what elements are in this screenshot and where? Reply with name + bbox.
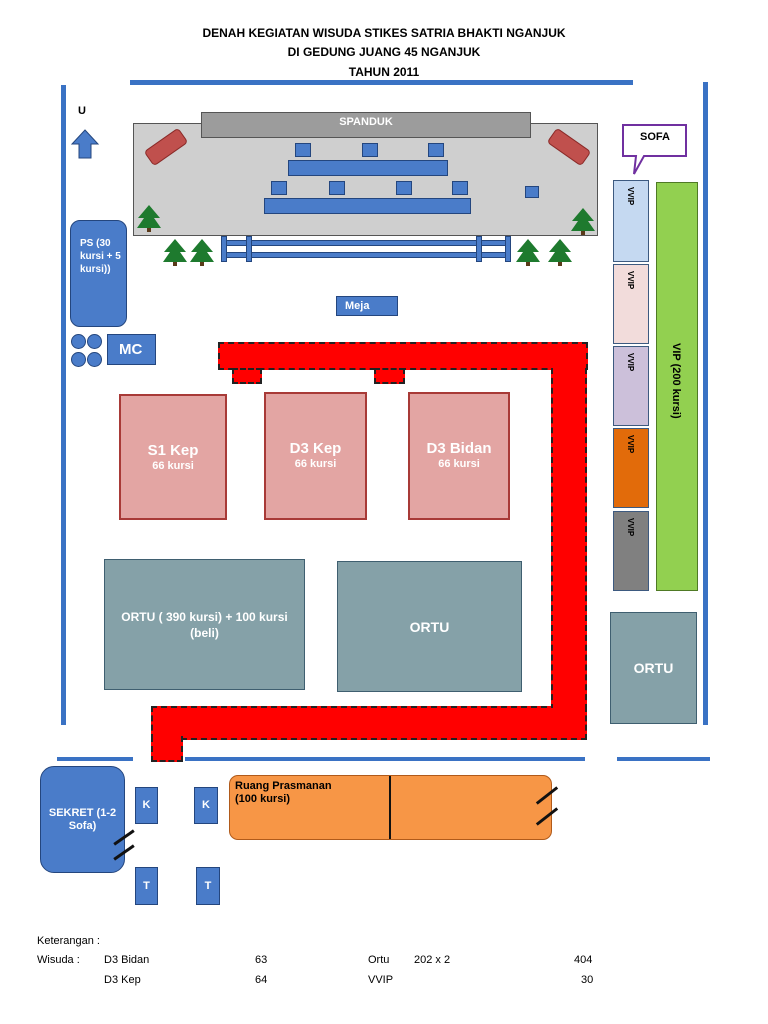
seat-block-name: D3 Kep [289,440,342,457]
stage-table [288,160,448,176]
compass-label: U [78,105,86,117]
title-line-2: DI GEDUNG JUANG 45 NGANJUK [287,45,481,59]
wall-left [61,85,66,725]
legend-row-label: D3 Bidan [104,954,150,966]
stage-rail-post [505,236,511,262]
vip-block: VIP (200 kursi) [656,182,698,591]
stage-rail [221,240,511,246]
stage-rail-post [221,236,227,262]
red-path-tab [232,368,262,384]
seat-block-name: D3 Bidan [426,440,492,457]
vip-label: VIP (200 kursi) [670,343,682,419]
vvip-block-4: VVIP [613,428,649,508]
seat-block-d3-kep: D3 Kep 66 kursi [264,392,367,520]
seat-block-count: 66 kursi [152,460,194,472]
legend-heading: Keterangan : [37,935,100,947]
stage-block [452,181,468,195]
stage-rail-post [246,236,252,262]
vvip-block-5: VVIP [613,511,649,591]
legend-row-mult: 202 x 2 [414,954,451,966]
stage-block [396,181,412,195]
vvip-block-2: VVIP [613,264,649,344]
tree-icon [548,239,572,266]
meja-table: Meja [336,296,398,316]
legend-row-value2: 404 [574,954,593,966]
sofa-label: SOFA [640,131,670,143]
seat-block-name: S1 Kep [147,442,199,459]
mc-box: MC [107,334,156,365]
ortu-block-center: ORTU [337,561,522,692]
stage-block [329,181,345,195]
vvip-label: VVIP [626,518,635,537]
stage-rail-post [476,236,482,262]
tree-icon [137,205,161,232]
mc-chair [71,334,86,349]
prasmanan-label: Ruang Prasmanan (100 kursi) [235,780,332,805]
stage [133,123,598,236]
tree-icon [190,239,214,266]
stage-block [295,143,311,157]
red-path-right [551,368,587,710]
mc-chair [71,352,86,367]
vvip-block-3: VVIP [613,346,649,426]
title-line-3: TAHUN 2011 [348,65,420,79]
wall-top [130,80,633,85]
ps-area: PS (30 kursi + 5 kursi)) [70,220,127,327]
seat-block-count: 66 kursi [294,458,337,470]
mc-chair [87,352,102,367]
stage-block [525,186,539,198]
legend-row-value: 64 [255,974,268,986]
ortu-block-main: ORTU ( 390 kursi) + 100 kursi (beli) [104,559,305,690]
stage-table [264,198,471,214]
stage-block [271,181,287,195]
stage-block [362,143,378,157]
legend-row-value2: 30 [581,974,594,986]
legend-row-label2: Ortu [368,954,390,966]
legend-row-value: 63 [255,954,268,966]
seat-block-d3-bidan: D3 Bidan 66 kursi [408,392,510,520]
t-room: T [196,867,220,905]
tree-icon [516,239,540,266]
wall-right [703,82,708,725]
legend-row-label2: VVIP [368,974,394,986]
prasmanan-divider [389,776,391,839]
mc-chair [87,334,102,349]
red-path-top [218,342,588,370]
prasmanan-room: Ruang Prasmanan (100 kursi) [229,775,552,840]
vvip-label: VVIP [626,271,635,290]
legend-wisuda-label: Wisuda : [37,954,80,966]
wall-lower-right [617,757,710,761]
seat-block-count: 66 kursi [438,458,480,470]
sofa-callout [622,124,687,175]
vvip-label: VVIP [626,353,635,372]
t-room: T [135,867,158,905]
vvip-label: VVIP [626,435,635,454]
k-room: K [135,787,158,824]
title-line-1: DENAH KEGIATAN WISUDA STIKES SATRIA BHAK… [202,26,566,40]
wall-lower-left [57,757,133,761]
legend-row-label: D3 Kep [104,974,141,986]
wall-lower-mid [185,757,585,761]
red-path-join [153,734,181,740]
tree-icon [571,208,595,235]
red-path-bottom [151,706,587,740]
stage-block [428,143,444,157]
red-path-join [553,367,585,373]
seat-block-s1-kep: S1 Kep 66 kursi [119,394,227,520]
vvip-label: VVIP [626,187,635,206]
ortu-block-right: ORTU [610,612,697,724]
red-path-tab [374,368,405,384]
vvip-block-1: VVIP [613,180,649,262]
k-room: K [194,787,218,824]
sekret-room: SEKRET (1-2 Sofa) [40,766,125,873]
red-path-join [553,704,585,712]
tree-icon [163,239,187,266]
stage-rail [221,252,511,258]
north-arrow-icon [70,129,100,159]
spanduk-banner: SPANDUK [201,112,531,138]
